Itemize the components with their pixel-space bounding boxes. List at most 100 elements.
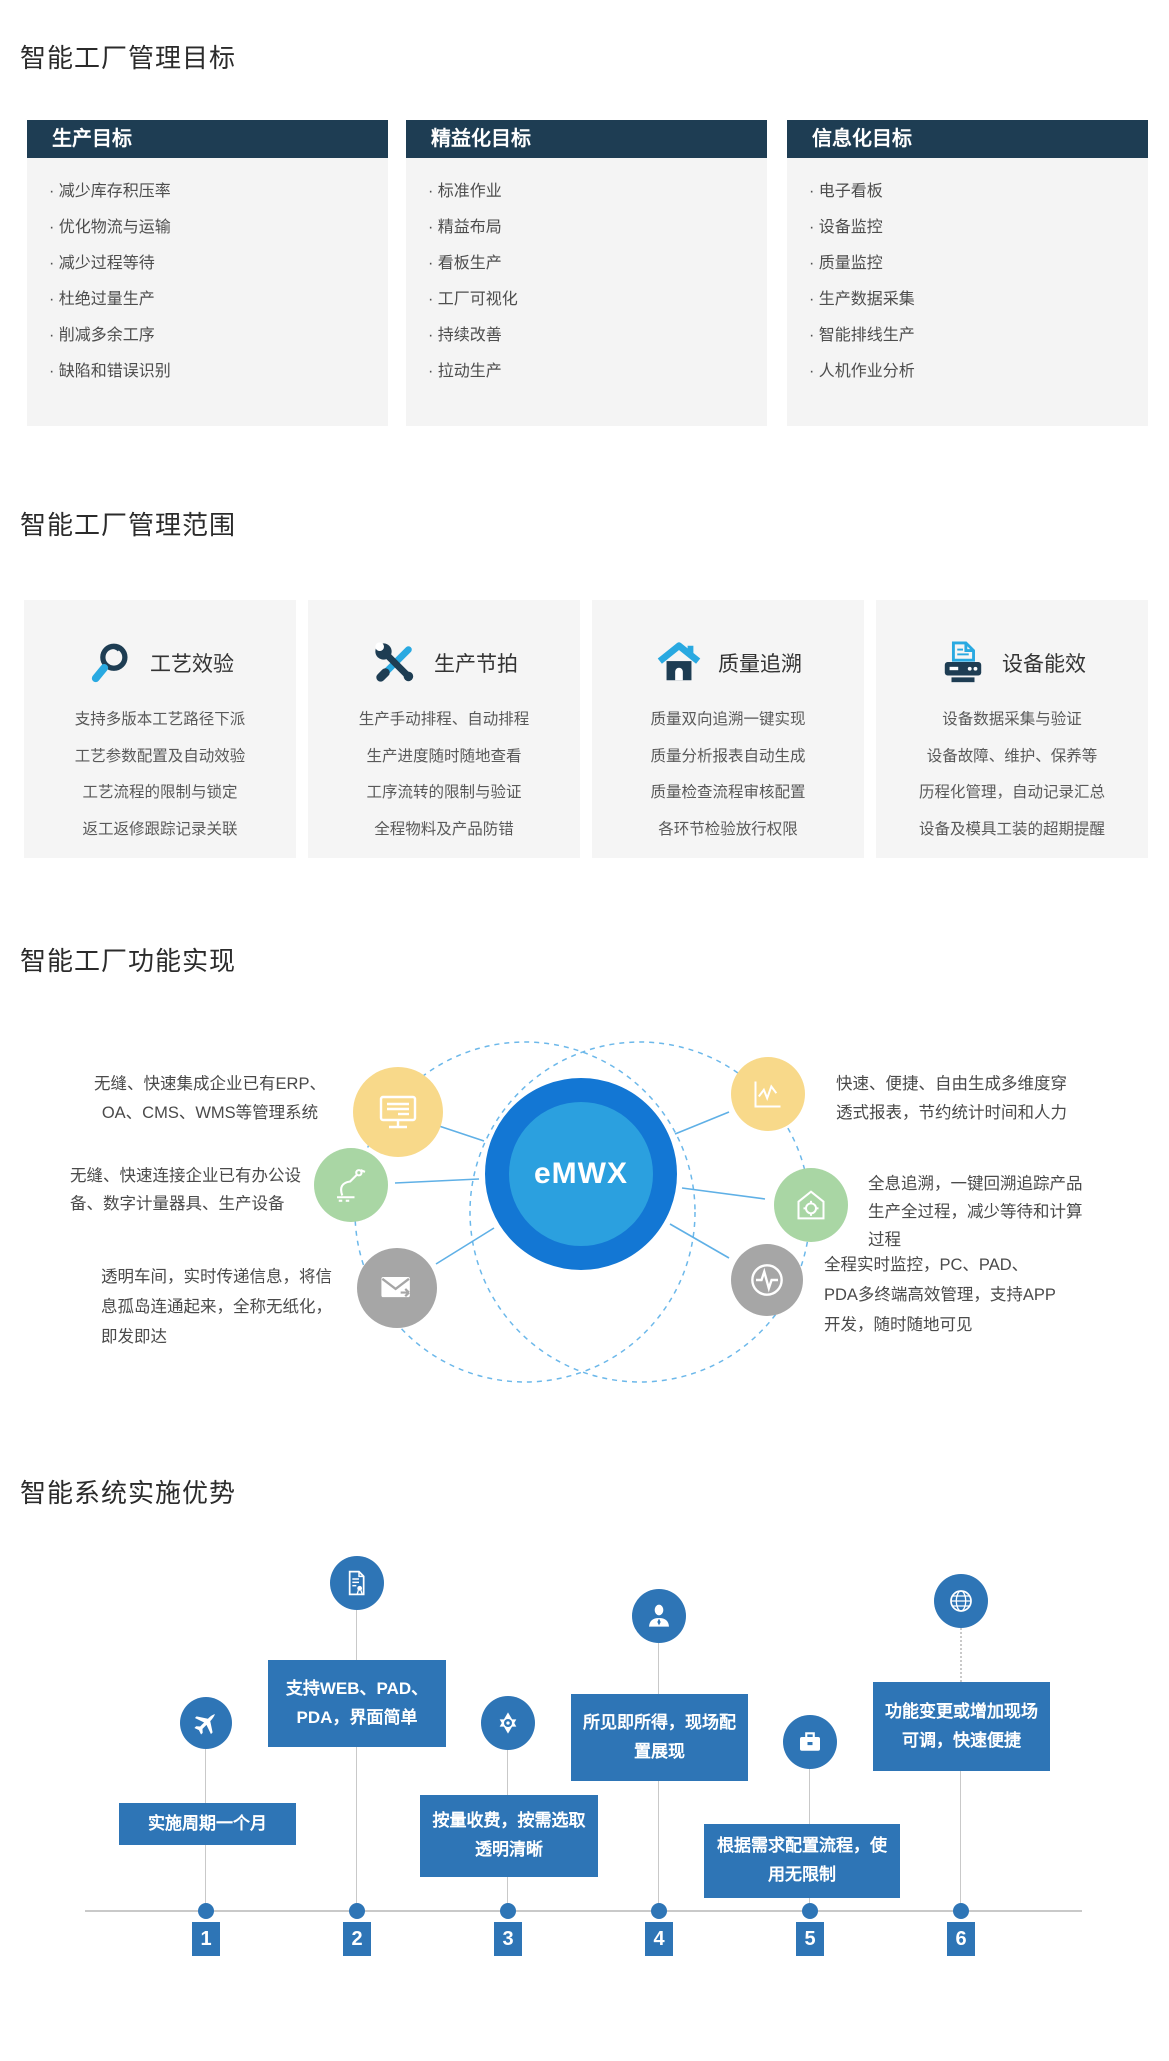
card-head: 工艺效验 [24,638,296,688]
functions-diagram: eMWX 无缝、快速集成企业已有ERP、OA、CMS、WMS等管理系统 无缝、快… [0,1020,1169,1440]
emwx-hub: eMWX [485,1078,677,1270]
connector-line [356,1610,357,1660]
card-title: 质量追溯 [718,653,802,676]
goal-item: 标准作业 [428,174,767,210]
card-items: 质量双向追溯一键实现 质量分析报表自动生成 质量检查流程审核配置 各环节检验放行… [592,702,864,848]
connector-line [507,1750,508,1795]
trace-house-icon [774,1168,848,1242]
connector-line [809,1769,810,1824]
card-item: 历程化管理，自动记录汇总 [918,784,1105,801]
certificate-icon [330,1556,384,1610]
card-item: 质量分析报表自动生成 [650,747,806,765]
step-number-5: 5 [796,1922,824,1956]
fn-text-device-connection: 无缝、快速连接企业已有办公设备、数字计量器具、生产设备 [70,1167,301,1213]
fn-text-paperless-workshop: 透明车间，实时传递信息，将信息孤岛连通起来，全称无纸化，即发即达 [101,1268,332,1346]
mail-forward-icon [357,1248,437,1328]
timeline-dot [349,1903,365,1919]
step-label-5: 根据需求配置流程，使用无限制 [704,1824,900,1898]
goal-item: 拉动生产 [428,354,767,390]
section-title-goals: 智能工厂管理目标 [20,43,237,73]
connector-line [960,1771,961,1911]
emwx-label: eMWX [534,1157,628,1190]
printer-icon [938,638,988,688]
card-item: 全程物料及产品防错 [374,820,514,838]
timeline-axis [85,1910,1082,1912]
goal-item: 精益布局 [428,210,767,246]
fn-text-holographic-trace: 全息追溯，一键回溯追踪产品生产全过程，减少等待和计算过程 [868,1175,1083,1249]
magnifier-icon [86,638,136,688]
card-item: 返工返修跟踪记录关联 [82,820,238,838]
step-number-4: 4 [645,1922,673,1956]
card-title: 生产节拍 [434,653,518,676]
step-label-3: 按量收费，按需选取透明清晰 [420,1795,598,1877]
card-item: 支持多版本工艺路径下派 [74,711,246,728]
pulse-icon [731,1244,803,1316]
step-number-2: 2 [343,1922,371,1956]
goals-column-body: 电子看板 设备监控 质量监控 生产数据采集 智能排线生产 人机作业分析 [787,158,1148,426]
goal-item: 人机作业分析 [809,354,1148,390]
step-number-6: 6 [947,1922,975,1956]
goal-item: 质量监控 [809,246,1148,282]
goals-column-body: 减少库存积压率 优化物流与运输 减少过程等待 杜绝过量生产 削减多余工序 缺陷和… [27,158,388,426]
card-items: 设备数据采集与验证 设备故障、维护、保养等 历程化管理，自动记录汇总 设备及模具… [876,702,1148,848]
badge-icon [481,1696,535,1750]
card-head: 生产节拍 [308,638,580,688]
card-item: 质量检查流程审核配置 [650,784,806,801]
step-number-3: 3 [494,1922,522,1956]
scope-card-production-takt: 生产节拍 生产手动排程、自动排程 生产进度随时随地查看 工序流转的限制与验证 全… [308,600,580,858]
goal-item: 持续改善 [428,318,767,354]
monitor-icon [353,1067,443,1157]
goals-column-header: 信息化目标 [787,120,1148,158]
goal-item: 减少过程等待 [49,246,388,282]
fn-text-erp-integration: 无缝、快速集成企业已有ERP、OA、CMS、WMS等管理系统 [94,1075,326,1122]
connector-line [658,1781,659,1911]
section-title-advantages: 智能系统实施优势 [20,1478,237,1508]
card-item: 设备数据采集与验证 [942,711,1082,728]
card-item: 质量双向追溯一键实现 [650,711,806,728]
goals-column-body: 标准作业 精益布局 看板生产 工厂可视化 持续改善 拉动生产 [406,158,767,426]
goals-column-header: 生产目标 [27,120,388,158]
card-item: 工序流转的限制与验证 [366,784,522,801]
connector-line [356,1747,357,1911]
timeline-dot [198,1903,214,1919]
goals-column-header: 精益化目标 [406,120,767,158]
card-item: 设备故障、维护、保养等 [926,747,1098,765]
person-icon [632,1589,686,1643]
goals-column-lean: 精益化目标 标准作业 精益布局 看板生产 工厂可视化 持续改善 拉动生产 [406,120,767,426]
timeline-dot [802,1903,818,1919]
step-label-1: 实施周期一个月 [119,1803,296,1845]
goal-item: 减少库存积压率 [49,174,388,210]
card-head: 设备能效 [876,638,1148,688]
card-item: 各环节检验放行权限 [658,820,798,838]
globe-icon [934,1574,988,1628]
timeline-dot [651,1903,667,1919]
card-item: 生产手动排程、自动排程 [358,711,530,728]
goal-item: 缺陷和错误识别 [49,354,388,390]
goal-item: 杜绝过量生产 [49,282,388,318]
goal-item: 削减多余工序 [49,318,388,354]
card-title: 工艺效验 [150,653,234,676]
robot-arm-icon [314,1148,388,1222]
connector-line [507,1877,508,1911]
fn-text-realtime-monitoring: 全程实时监控，PC、PAD、PDA多终端高效管理，支持APP开发，随时随地可见 [824,1256,1056,1334]
step-label-6: 功能变更或增加现场可调，快速便捷 [873,1682,1050,1771]
scope-card-equipment-efficiency: 设备能效 设备数据采集与验证 设备故障、维护、保养等 历程化管理，自动记录汇总 … [876,600,1148,858]
scope-card-quality-trace: 质量追溯 质量双向追溯一键实现 质量分析报表自动生成 质量检查流程审核配置 各环… [592,600,864,858]
goal-item: 优化物流与运输 [49,210,388,246]
section-title-functions: 智能工厂功能实现 [20,946,237,976]
goals-column-production: 生产目标 减少库存积压率 优化物流与运输 减少过程等待 杜绝过量生产 削减多余工… [27,120,388,426]
section-title-scope: 智能工厂管理范围 [20,510,237,540]
connector-line [205,1749,206,1803]
goal-item: 工厂可视化 [428,282,767,318]
house-icon [654,638,704,688]
card-item: 生产进度随时随地查看 [366,747,522,765]
goal-item: 看板生产 [428,246,767,282]
report-chart-icon [731,1057,805,1131]
card-title: 设备能效 [1002,653,1086,676]
fn-text-reports: 快速、便捷、自由生成多维度穿透式报表，节约统计时间和人力 [836,1075,1067,1122]
connector-line [205,1845,206,1911]
step-number-1: 1 [192,1922,220,1956]
briefcase-icon [783,1715,837,1769]
goal-item: 生产数据采集 [809,282,1148,318]
